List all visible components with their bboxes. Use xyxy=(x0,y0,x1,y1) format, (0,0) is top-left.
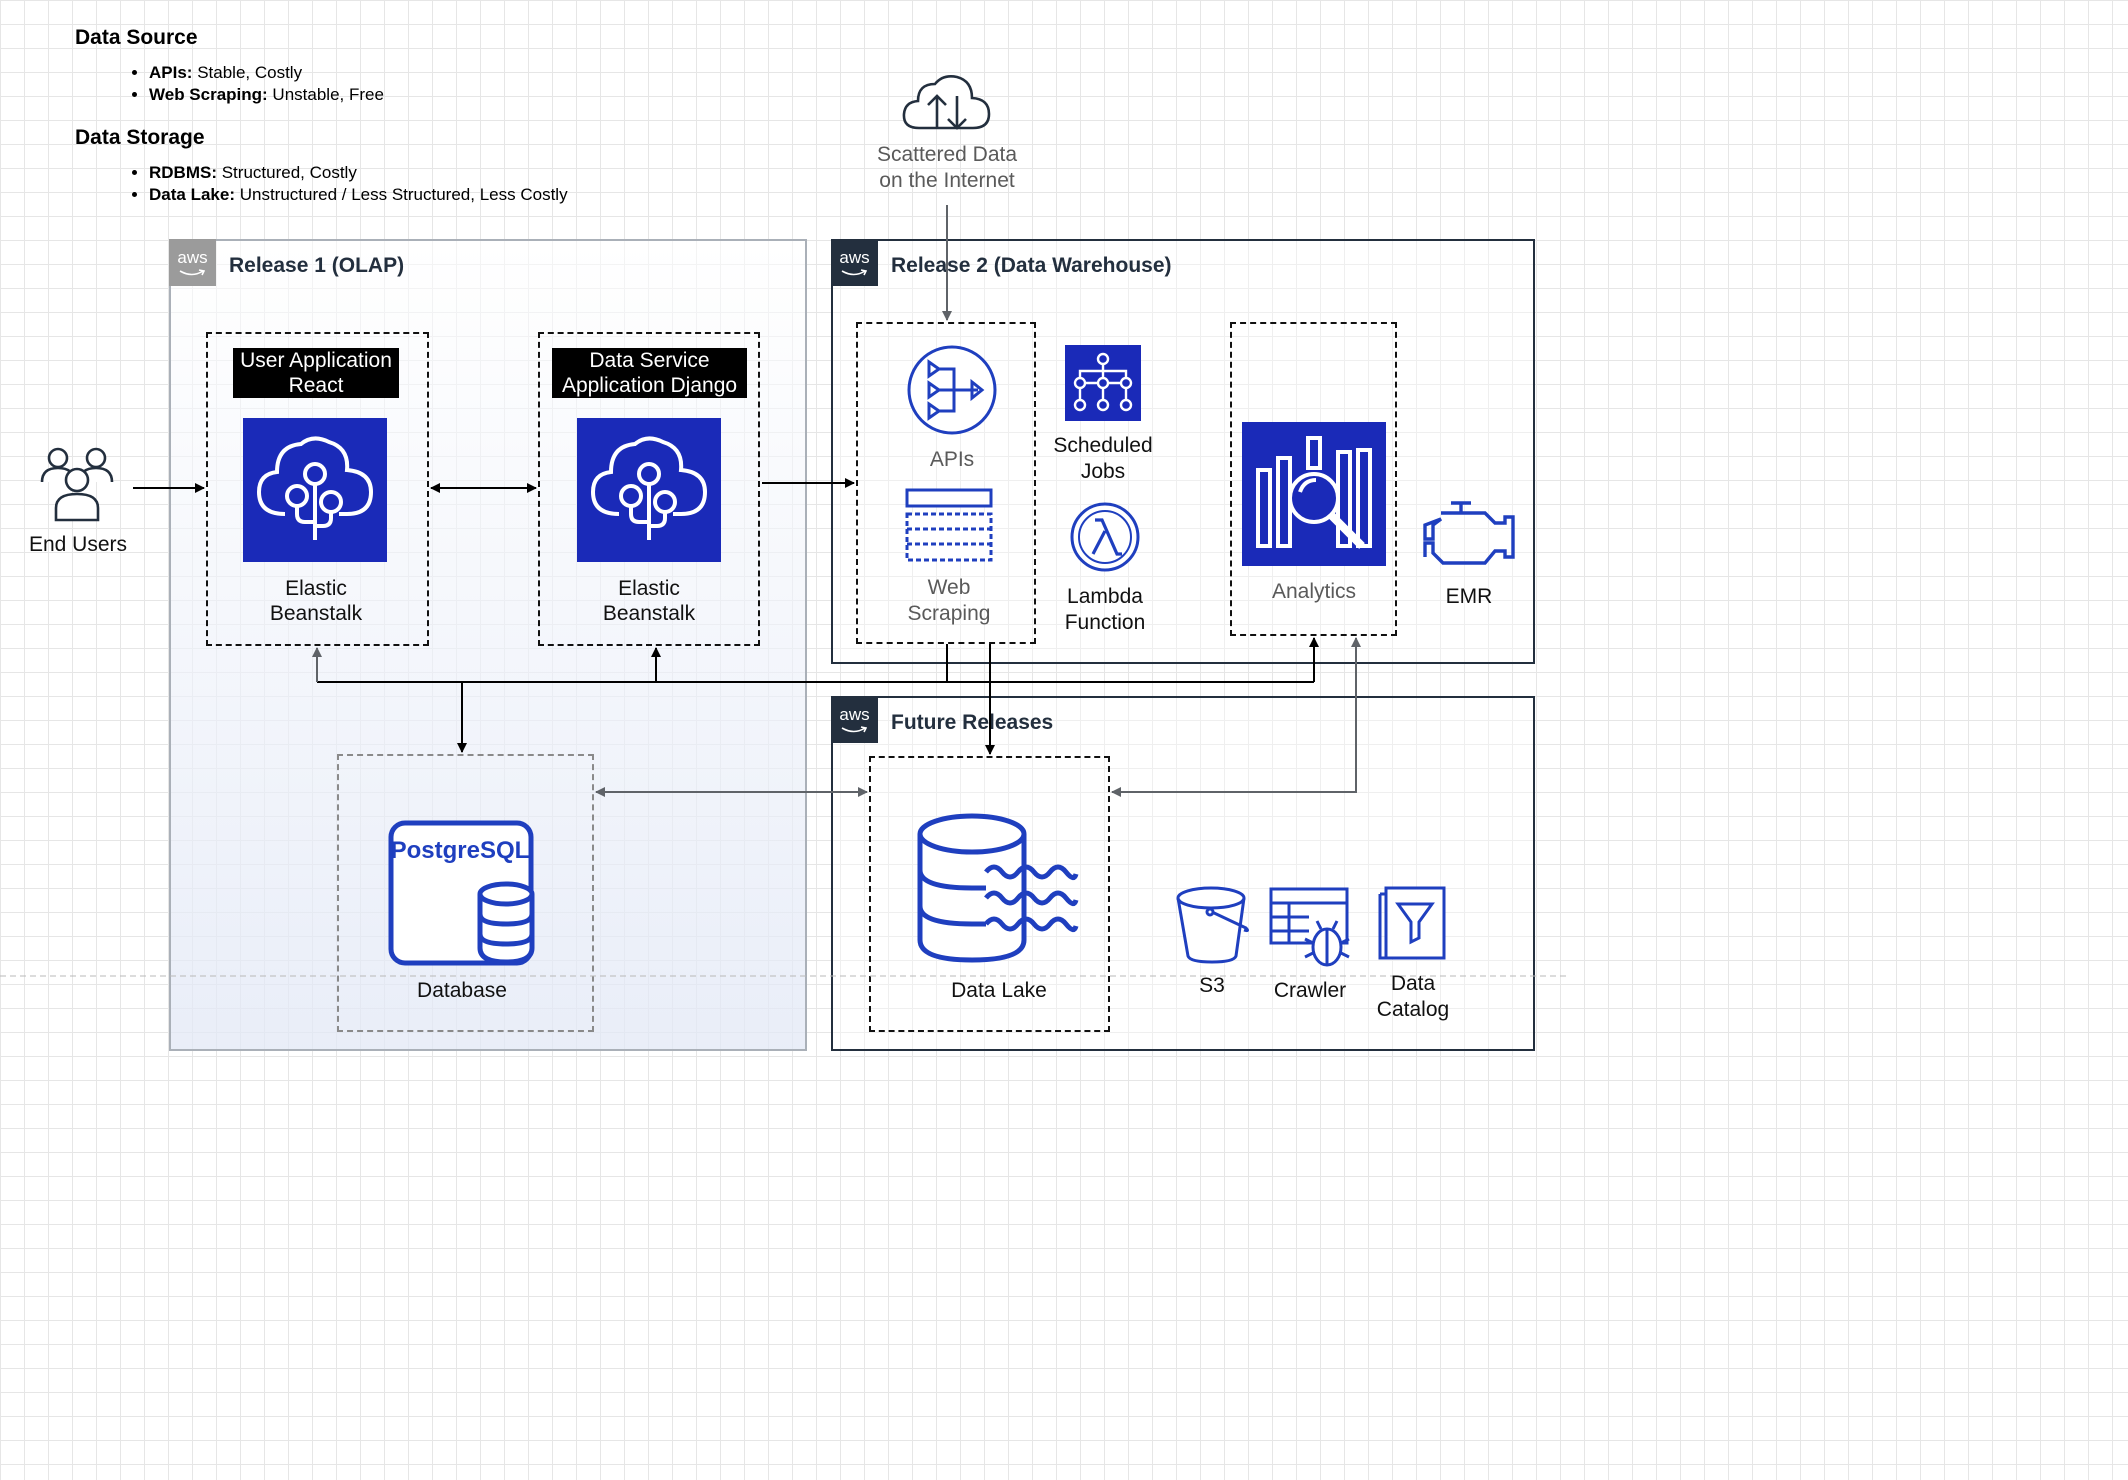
scheduled-jobs-label-2: Jobs xyxy=(1080,460,1126,483)
data-app-container[interactable] xyxy=(538,332,760,646)
data-source-heading: Data Source xyxy=(75,26,198,49)
web-scraping-label-2: Scraping xyxy=(907,602,991,625)
data-storage-item: Data Lake: Unstructured / Less Structure… xyxy=(149,184,695,206)
release2-title: Release 2 (Data Warehouse) xyxy=(891,254,1172,277)
database-container[interactable] xyxy=(337,754,594,1032)
sources-container[interactable] xyxy=(856,322,1036,644)
data-source-list: APIs: Stable, Costly Web Scraping: Unsta… xyxy=(75,62,695,106)
data-source-item: Web Scraping: Unstable, Free xyxy=(149,84,695,106)
web-scraping-label-1: Web xyxy=(927,576,971,599)
aws-logo-icon: aws xyxy=(831,239,878,286)
lambda-icon[interactable] xyxy=(1069,501,1141,573)
item-value: Structured, Costly xyxy=(217,163,357,182)
elastic-beanstalk-icon xyxy=(590,436,708,540)
data-app-label-1: Elastic xyxy=(618,577,680,600)
crawler-icon[interactable] xyxy=(1269,887,1351,969)
item-value: Unstable, Free xyxy=(267,85,384,104)
s3-bucket-icon[interactable] xyxy=(1174,884,1250,964)
elastic-beanstalk-tile[interactable] xyxy=(577,418,721,562)
postgresql-database-icon[interactable]: PostgreSQL xyxy=(388,820,538,968)
aws-logo-icon: aws xyxy=(169,239,216,286)
data-catalog-label-2: Catalog xyxy=(1376,998,1450,1021)
data-storage-list: RDBMS: Structured, Costly Data Lake: Uns… xyxy=(75,162,695,206)
tag-line: Data Service xyxy=(589,349,710,372)
item-value: Stable, Costly xyxy=(192,63,303,82)
data-app-label-2: Beanstalk xyxy=(602,602,696,625)
tag-line: React xyxy=(288,374,344,397)
aws-badge-text: aws xyxy=(839,248,870,267)
elastic-beanstalk-icon xyxy=(256,436,374,540)
emr-label: EMR xyxy=(1445,585,1493,608)
analytics-tile[interactable] xyxy=(1242,422,1386,566)
item-key: Data Lake: xyxy=(149,185,235,204)
user-app-label-2: Beanstalk xyxy=(269,602,363,625)
data-source-item: APIs: Stable, Costly xyxy=(149,62,695,84)
elastic-beanstalk-tile[interactable] xyxy=(243,418,387,562)
step-functions-icon xyxy=(1073,352,1133,412)
user-app-label-1: Elastic xyxy=(285,577,347,600)
database-label: Database xyxy=(417,979,507,1002)
emr-engine-icon[interactable] xyxy=(1421,499,1517,571)
apis-label: APIs xyxy=(929,448,975,471)
item-key: Web Scraping: xyxy=(149,85,268,104)
data-catalog-label-1: Data xyxy=(1390,972,1436,995)
scheduled-jobs-tile[interactable] xyxy=(1065,345,1141,421)
web-scraping-icon[interactable] xyxy=(905,488,993,564)
data-catalog-icon[interactable] xyxy=(1378,886,1446,960)
data-lake-container[interactable] xyxy=(869,756,1110,1032)
user-app-tag: User Application React xyxy=(233,348,399,398)
lambda-label-2: Function xyxy=(1064,611,1146,634)
crawler-label: Crawler xyxy=(1273,979,1347,1002)
item-value: Unstructured / Less Structured, Less Cos… xyxy=(234,185,568,204)
tag-line: Application Django xyxy=(561,374,738,397)
s3-label: S3 xyxy=(1199,974,1225,997)
item-key: APIs: xyxy=(149,63,193,82)
analytics-container[interactable] xyxy=(1230,322,1397,636)
aws-badge-text: aws xyxy=(839,705,870,724)
release2-group[interactable]: aws Release 2 (Data Warehouse) xyxy=(831,239,1535,664)
item-key: RDBMS: xyxy=(149,163,217,182)
aws-logo-icon: aws xyxy=(831,696,878,743)
data-storage-heading: Data Storage xyxy=(75,126,205,149)
lambda-label-1: Lambda xyxy=(1067,585,1143,608)
aws-badge-text: aws xyxy=(177,248,208,267)
data-lake-icon[interactable] xyxy=(916,812,1080,964)
scheduled-jobs-label-1: Scheduled xyxy=(1053,434,1153,457)
end-users-label: End Users xyxy=(28,533,128,556)
data-lake-label: Data Lake xyxy=(951,979,1047,1002)
analytics-icon xyxy=(1256,436,1372,549)
data-storage-item: RDBMS: Structured, Costly xyxy=(149,162,695,184)
cloud-label-2: on the Internet xyxy=(879,169,1015,192)
data-app-tag: Data Service Application Django xyxy=(552,348,747,398)
user-app-container[interactable] xyxy=(206,332,429,646)
api-gateway-icon[interactable] xyxy=(906,344,998,436)
notes-panel: Data Source APIs: Stable, Costly Web Scr… xyxy=(75,26,695,226)
users-icon[interactable] xyxy=(38,446,118,522)
release1-title: Release 1 (OLAP) xyxy=(229,254,405,277)
future-releases-title: Future Releases xyxy=(891,711,1054,734)
analytics-label: Analytics xyxy=(1271,580,1357,603)
cloud-label-1: Scattered Data xyxy=(876,143,1018,166)
tag-line: User Application xyxy=(240,349,392,372)
cloud-transfer-icon[interactable] xyxy=(901,72,993,132)
postgresql-logo-text: PostgreSQL xyxy=(391,837,530,864)
